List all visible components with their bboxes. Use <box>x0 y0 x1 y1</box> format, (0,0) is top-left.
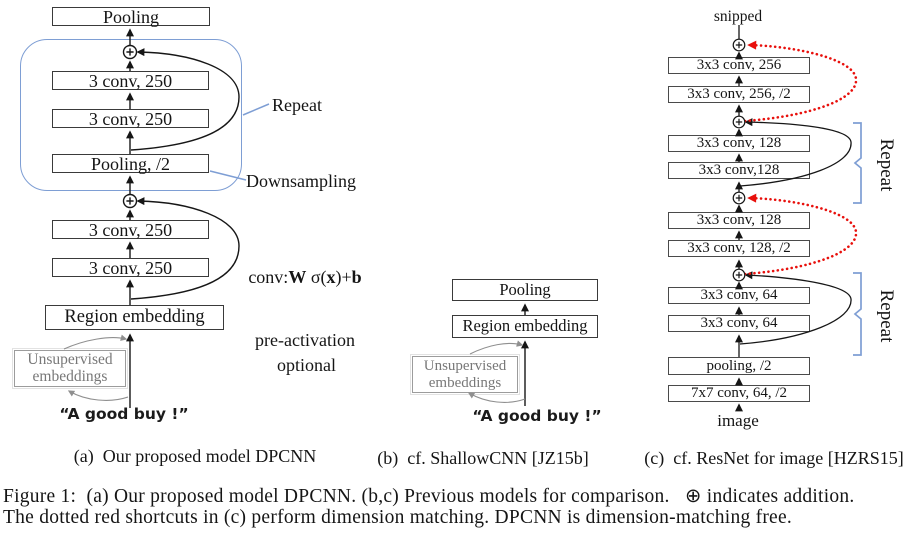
plus-glyph <box>735 118 743 126</box>
box-conv-128-3: 3x3 conv, 128 <box>668 212 810 229</box>
unsupervised-embeddings-box-a: Unsupervised embeddings <box>12 348 128 389</box>
add-node-icon <box>732 268 746 282</box>
box-conv-256: 3x3 conv, 256 <box>668 57 810 74</box>
box-conv-128-s2: 3x3 conv, 128, /2 <box>668 240 810 257</box>
plus-glyph <box>735 41 743 49</box>
box-pooling-half: Pooling, /2 <box>52 154 209 173</box>
unsupervised-line1: Unsupervised <box>27 350 113 368</box>
plus-glyph <box>126 197 134 205</box>
skip-connection-c-lower <box>739 271 852 345</box>
box-conv-250-repeat-1: 3 conv, 250 <box>52 71 209 90</box>
repeat-brackets-c <box>853 122 862 356</box>
skip-connection-a-lower <box>130 197 240 300</box>
optional-label: optional <box>277 355 336 375</box>
unsupervised-line1: Unsupervised <box>423 358 507 375</box>
box-conv-250-3: 3 conv, 250 <box>52 220 209 239</box>
repeat-bracket-top <box>853 122 862 204</box>
box-conv-64-1: 3x3 conv, 64 <box>668 287 810 304</box>
add-node-icon <box>732 115 746 129</box>
swash-bottom <box>67 390 129 401</box>
figure-caption-line1: Figure 1: (a) Our proposed model DPCNN. … <box>3 486 855 507</box>
plus-glyph <box>735 271 743 279</box>
panel-a-caption: (a) Our proposed model DPCNN <box>73 446 317 466</box>
box-conv-128-r2: 3x3 conv,128 <box>668 162 810 179</box>
conv-formula: conv:W σ(x)+b pre-activation <box>239 225 371 393</box>
repeat-block-outline <box>20 39 242 191</box>
swash-top <box>469 340 524 355</box>
add-node-icon <box>732 191 746 205</box>
unsupervised-line2: embeddings <box>428 374 502 391</box>
panel-b-caption: (b) cf. ShallowCNN [JZ15b] <box>377 448 589 468</box>
pre-activation-label: pre-activation <box>255 330 355 350</box>
input-text-a: “A good buy !” <box>59 405 189 423</box>
input-text-b: “A good buy !” <box>472 407 602 425</box>
repeat-label-c-top: Repeat <box>876 138 897 192</box>
dimension-matching-shortcut-middle <box>743 193 858 276</box>
swash-bottom <box>467 392 526 403</box>
box-conv-250-repeat-2: 3 conv, 250 <box>52 109 209 128</box>
snipped-label: snipped <box>713 8 763 25</box>
box-conv-256-s2: 3x3 conv, 256, /2 <box>668 86 810 103</box>
plus-glyph <box>735 194 743 202</box>
box-pooling-b: Pooling <box>452 279 598 301</box>
box-conv-7x7: 7x7 conv, 64, /2 <box>668 385 810 402</box>
add-node-icon <box>122 193 138 209</box>
figure-caption-line2: The dotted red shortcuts in (c) perform … <box>3 507 792 528</box>
downsampling-label: Downsampling <box>246 171 356 191</box>
unsupervised-embeddings-box-b: Unsupervised embeddings <box>410 354 520 395</box>
swash-top <box>63 334 128 350</box>
repeat-label-a: Repeat <box>272 95 322 115</box>
repeat-label-c-bottom: Repeat <box>876 289 897 343</box>
box-conv-250-4: 3 conv, 250 <box>52 258 209 277</box>
box-pooling-top: Pooling <box>52 7 210 26</box>
image-label: image <box>717 411 759 430</box>
box-conv-128-r1: 3x3 conv, 128 <box>668 135 810 152</box>
unsupervised-line2: embeddings <box>32 367 108 385</box>
add-node-icon <box>732 38 746 52</box>
box-conv-64-2: 3x3 conv, 64 <box>668 315 810 332</box>
repeat-bracket-bottom <box>853 272 862 356</box>
box-region-embedding-b: Region embedding <box>452 315 598 338</box>
box-region-embedding-a: Region embedding <box>45 305 224 330</box>
repeat-callout-line <box>242 103 270 116</box>
formula-line: conv:W σ(x)+b <box>248 267 362 287</box>
panel-c-caption: (c) cf. ResNet for image [HZRS15] <box>644 448 904 468</box>
box-pooling-c: pooling, /2 <box>668 357 810 375</box>
